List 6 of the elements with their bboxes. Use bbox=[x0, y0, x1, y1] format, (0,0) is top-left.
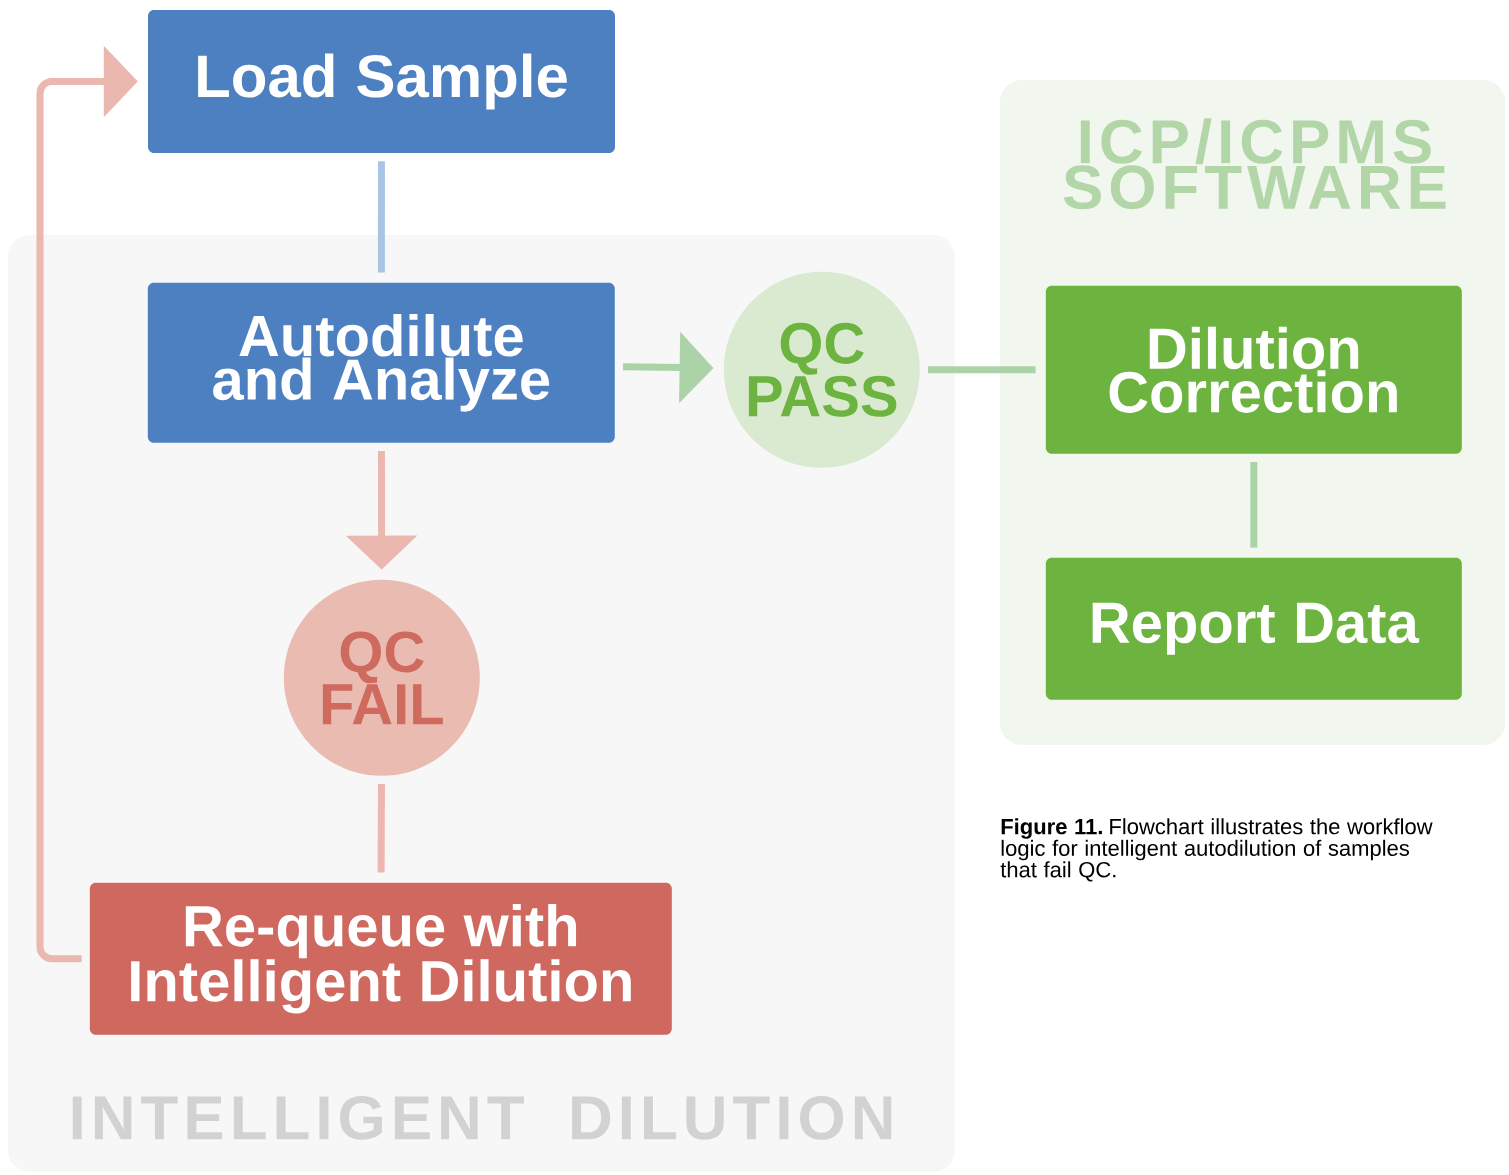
process-box: Re-queue with Intelligent Dilution bbox=[89, 882, 672, 1035]
process-box: Report Data bbox=[1045, 557, 1462, 700]
figure-caption: Figure 11. Flowchart illustrates the workflow logic for intelligent autodilution of samples that fail QC. bbox=[1000, 818, 1433, 882]
process-box: Autodilute and Analyze bbox=[147, 282, 615, 443]
process-box: Dilution Correction bbox=[1045, 285, 1462, 454]
process-box: Load Sample bbox=[148, 10, 615, 153]
